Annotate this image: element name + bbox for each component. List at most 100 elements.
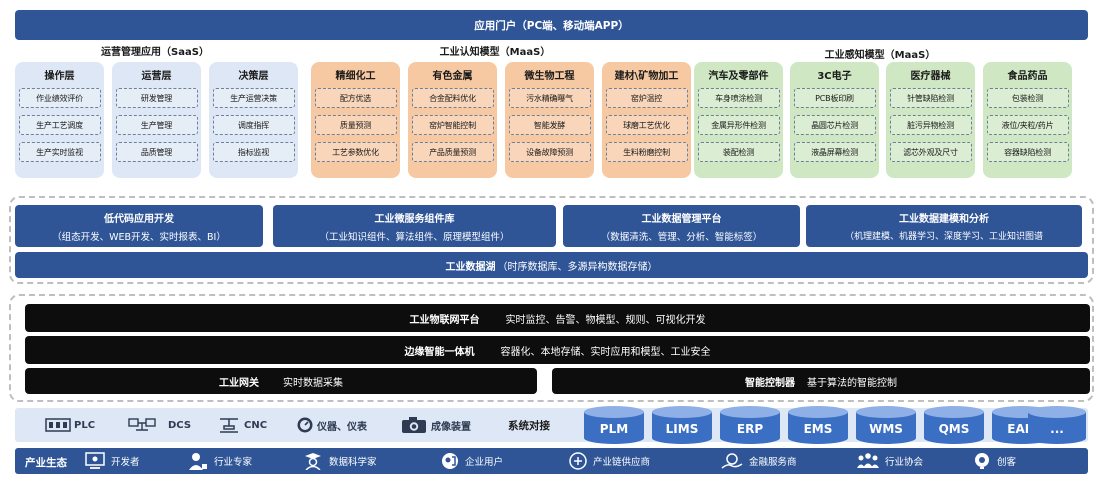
card-title: 运营层 [141,71,172,82]
card-item[interactable]: 窑炉智能控制 [411,115,494,135]
card-item[interactable]: 品质管理 [115,142,198,162]
microservice-library-box[interactable]: 工业微服务组件库 （工业知识组件、算法组件、原理模型组件） [273,205,556,247]
system-db-more[interactable]: ... [1028,406,1086,444]
system-db-plm[interactable]: PLM [584,406,644,444]
card-item[interactable]: 工艺参数优化 [314,142,397,162]
card-item[interactable]: 污水精确曝气 [508,88,591,108]
card-item[interactable]: 设备故障预测 [508,142,591,162]
device-dcs[interactable]: DCS [128,416,191,434]
system-db-label: ERP [736,422,764,436]
device-plc[interactable]: PLC [45,416,95,434]
smart-controller-bar[interactable]: 智能控制器 基于算法的智能控制 [552,368,1090,394]
device-label: DCS [168,419,192,431]
cognition-card-nonferrous-metal[interactable]: 有色金属 合金配料优化 窑炉智能控制 产品质量预测 [408,62,497,178]
system-db-erp[interactable]: ERP [720,406,780,444]
eco-enterprise-user[interactable]: 企业用户 [440,452,503,470]
box-subtitle: （数据清洗、管理、分析、智能标签） [600,231,763,243]
card-item[interactable]: 作业绩效评价 [18,88,101,108]
iot-platform-bar[interactable]: 工业物联网平台 实时监控、告警、物模型、规则、可视化开发 [25,304,1090,332]
eco-maker[interactable]: 创客 [972,452,1016,470]
card-item[interactable]: 液位/夹粒/药片 [986,115,1069,135]
low-code-dev-box[interactable]: 低代码应用开发 （组态开发、WEB开发、实时报表、BI） [15,205,263,247]
system-db-ems[interactable]: EMS [788,406,848,444]
card-item[interactable]: 装配检测 [697,142,780,162]
card-item[interactable]: 容器缺陷检测 [986,142,1069,162]
card-item[interactable]: 产品质量预测 [411,142,494,162]
card-item[interactable]: 生料粉磨控制 [605,142,688,162]
card-title: 3C电子 [817,71,852,82]
industrial-gateway-bar[interactable]: 工业网关 实时数据采集 [25,368,537,394]
card-item[interactable]: 生产管理 [115,115,198,135]
cognition-card-fine-chemical[interactable]: 精细化工 配方优选 质量预测 工艺参数优化 [311,62,400,178]
device-imaging[interactable]: 成像装置 [401,416,471,434]
ecosystem-title: 产业生态 [25,457,67,469]
card-item[interactable]: 液晶屏幕检测 [793,142,876,162]
card-item[interactable]: 调度指挥 [212,115,295,135]
card-title: 操作层 [44,71,75,82]
card-item[interactable]: 生产运营决策 [212,88,295,108]
card-item[interactable]: 车身喷涂检测 [697,88,780,108]
eco-label: 数据科学家 [329,457,377,468]
saas-card-operations-management[interactable]: 运营层 研发管理 生产管理 品质管理 [112,62,201,178]
eco-supplier[interactable]: 产业链供应商 [568,452,650,470]
card-item[interactable]: 合金配料优化 [411,88,494,108]
iot-platform-subtitle: 实时监控、告警、物模型、规则、可视化开发 [505,314,706,326]
card-item[interactable]: 研发管理 [115,88,198,108]
maker-icon [975,453,989,469]
data-lake-bar[interactable]: 工业数据湖 （时序数据库、多源异构数据存储） [15,252,1088,278]
perception-card-medical-devices[interactable]: 医疗器械 针管缺陷检测 脏污异物检测 滤芯外观及尺寸 [886,62,975,178]
system-db-lims[interactable]: LIMS [652,406,712,444]
system-db-label: LIMS [665,422,699,436]
card-title: 汽车及零部件 [708,71,769,82]
system-db-label: WMS [869,422,903,436]
industrial-gateway-subtitle: 实时数据采集 [283,377,343,389]
card-item[interactable]: 窑炉温控 [605,88,688,108]
device-instruments[interactable]: 仪器、仪表 [296,416,367,434]
eco-industry-expert[interactable]: 行业专家 [187,452,252,470]
system-db-wms[interactable]: WMS [856,406,916,444]
perception-section-title: 工业感知模型（MaaS） [824,50,936,61]
card-item[interactable]: 生产工艺调度 [18,115,101,135]
device-label: CNC [244,419,268,431]
card-item[interactable]: 质量预测 [314,115,397,135]
eco-industry-association[interactable]: 行业协会 [856,452,923,470]
system-db-label: PLM [599,422,629,436]
box-subtitle: （组态开发、WEB开发、实时报表、BI） [52,231,226,243]
data-modeling-analysis-box[interactable]: 工业数据建模和分析 （机理建模、机器学习、深度学习、工业知识图谱 [806,205,1082,247]
card-item[interactable]: PCB板印刷 [793,88,876,108]
box-subtitle: （工业知识组件、算法组件、原理模型组件） [319,231,510,243]
card-item[interactable]: 晶圆芯片检测 [793,115,876,135]
data-management-platform-box[interactable]: 工业数据管理平台 （数据清洗、管理、分析、智能标签） [563,205,800,247]
card-item[interactable]: 金属异形件检测 [697,115,780,135]
eco-developer[interactable]: 开发者 [84,452,140,470]
cnc-icon [220,418,238,433]
card-item[interactable]: 针管缺陷检测 [889,88,972,108]
app-portal-bar[interactable]: 应用门户（PC端、移动端APP） [15,10,1088,40]
perception-card-automotive[interactable]: 汽车及零部件 车身喷涂检测 金属异形件检测 装配检测 [694,62,783,178]
card-item[interactable]: 生产实时监视 [18,142,101,162]
app-portal-label: 应用门户（PC端、移动端APP） [474,19,629,32]
data-lake-subtitle: （时序数据库、多源异构数据存储） [497,261,658,273]
cognition-card-microbial-engineering[interactable]: 微生物工程 污水精确曝气 智能发酵 设备故障预测 [505,62,594,178]
cognition-card-building-materials[interactable]: 建材\矿物加工 窑炉温控 球磨工艺优化 生料粉磨控制 [602,62,691,178]
card-item[interactable]: 脏污异物检测 [889,115,972,135]
edge-appliance-bar[interactable]: 边缘智能一体机 容器化、本地存储、实时应用和模型、工业安全 [25,336,1090,364]
card-item[interactable]: 滤芯外观及尺寸 [889,142,972,162]
perception-card-food-drug[interactable]: 食品药品 包装检测 液位/夹粒/药片 容器缺陷检测 [983,62,1072,178]
scientist-icon [305,453,321,470]
eco-data-scientist[interactable]: 数据科学家 [302,452,377,470]
box-title: 低代码应用开发 [104,213,174,225]
card-item[interactable]: 指标监视 [212,142,295,162]
card-item[interactable]: 球磨工艺优化 [605,115,688,135]
card-item[interactable]: 智能发酵 [508,115,591,135]
device-cnc[interactable]: CNC [218,416,267,434]
saas-card-decision[interactable]: 决策层 生产运营决策 调度指挥 指标监视 [209,62,298,178]
card-item[interactable]: 配方优选 [314,88,397,108]
saas-card-operation[interactable]: 操作层 作业绩效评价 生产工艺调度 生产实时监视 [15,62,104,178]
association-icon [857,453,879,468]
eco-financial-provider[interactable]: 金融服务商 [720,452,797,470]
card-item[interactable]: 包装检测 [986,88,1069,108]
system-db-qms[interactable]: QMS [924,406,984,444]
perception-card-3c-electronics[interactable]: 3C电子 PCB板印刷 晶圆芯片检测 液晶屏幕检测 [790,62,879,178]
device-label: 成像装置 [431,421,471,433]
